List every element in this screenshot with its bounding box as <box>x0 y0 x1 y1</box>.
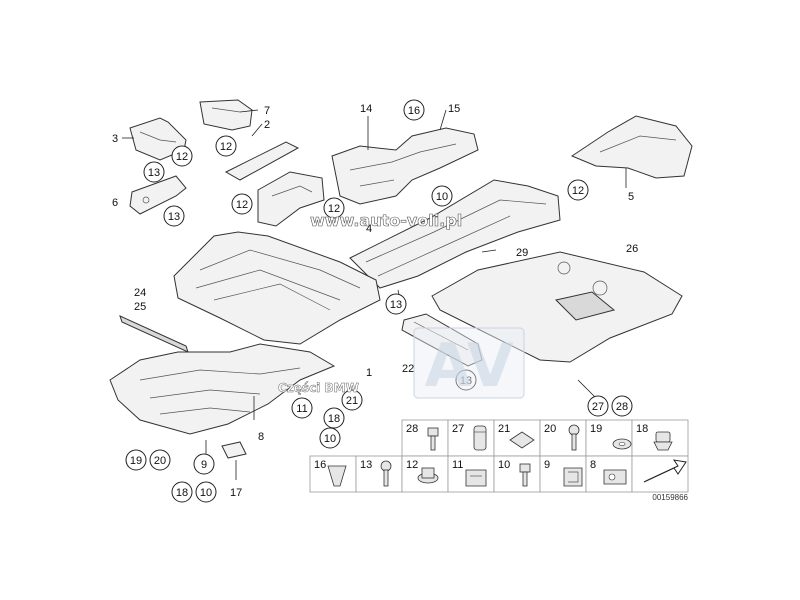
shop-watermark: Części BMW <box>278 381 359 395</box>
hw-label-20: 20 <box>544 423 556 435</box>
callout-21: 21 <box>346 395 358 407</box>
sleeve-nut-icon <box>473 425 487 451</box>
site-watermark: www.auto-voli.pl <box>310 211 462 230</box>
label-4: 4 <box>366 223 372 235</box>
callout-12: 12 <box>176 151 188 163</box>
label-5: 5 <box>628 191 634 203</box>
part-underbody-rear-8 <box>109 343 336 435</box>
callout-18: 18 <box>176 487 188 499</box>
callout-12: 12 <box>236 199 248 211</box>
label-25: 25 <box>134 301 146 313</box>
part-heat-shield-14-15 <box>331 127 479 205</box>
hw-label-18: 18 <box>636 423 648 435</box>
watermarks: www.auto-voli.pl Części BMW AV <box>278 211 525 401</box>
part-strip-2 <box>224 141 300 181</box>
label-14: 14 <box>360 103 372 115</box>
callout-12: 12 <box>220 141 232 153</box>
part-bracket-3 <box>129 117 187 161</box>
callout-13: 13 <box>148 167 160 179</box>
label-7: 7 <box>264 105 270 117</box>
callout-13: 13 <box>390 299 402 311</box>
label-8: 8 <box>258 431 264 443</box>
hw-label-13: 13 <box>360 459 372 471</box>
label-26: 26 <box>626 243 638 255</box>
label-29: 29 <box>516 247 528 259</box>
hw-label-12: 12 <box>406 459 418 471</box>
expanding-clip-icon <box>327 465 347 487</box>
plain-labels: 7 2 3 14 15 6 4 26 5 24 25 29 1 22 8 17 <box>112 103 638 499</box>
label-22: 22 <box>402 363 414 375</box>
callout-12: 12 <box>572 185 584 197</box>
callout-11: 11 <box>296 403 307 415</box>
label-15: 15 <box>448 103 460 115</box>
hw-label-8: 8 <box>590 459 596 471</box>
hw-label-19: 19 <box>590 423 602 435</box>
callout-13: 13 <box>460 375 472 387</box>
label-24: 24 <box>134 287 146 299</box>
callout-9: 9 <box>201 459 207 471</box>
hw-label-28: 28 <box>406 423 418 435</box>
cable-tie-clip-icon <box>603 469 627 485</box>
logo-watermark-box <box>413 327 525 399</box>
callout-20: 20 <box>154 455 166 467</box>
label-6: 6 <box>112 197 118 209</box>
reference-code: 00159866 <box>652 493 688 502</box>
callout-10: 10 <box>200 487 212 499</box>
hw-label-10: 10 <box>498 459 510 471</box>
label-2: 2 <box>264 119 270 131</box>
part-bracket-7 <box>199 99 253 131</box>
hw-label-11: 11 <box>452 459 463 471</box>
self-tapping-screw-icon <box>380 460 392 487</box>
spring-nut-icon <box>465 469 487 487</box>
u-clip-icon <box>563 467 583 487</box>
logo-watermark: AV <box>425 331 514 401</box>
leader-lines <box>122 109 627 480</box>
hw-label-21: 21 <box>498 423 510 435</box>
part-seal-strip-24-25 <box>119 315 189 353</box>
label-1: 1 <box>366 367 372 379</box>
callout-10: 10 <box>324 433 336 445</box>
flange-nut-icon <box>417 467 439 484</box>
screw-icon <box>568 424 580 451</box>
callout-18: 18 <box>328 413 340 425</box>
callout-27: 27 <box>592 401 604 413</box>
part-underbody-front-1 <box>173 231 381 345</box>
part-tunnel-shield-4 <box>349 179 561 289</box>
bolt-icon <box>427 427 439 451</box>
label-17: 17 <box>230 487 242 499</box>
hw-label-27: 27 <box>452 423 464 435</box>
callout-10: 10 <box>436 191 448 203</box>
part-bracket-23 <box>257 171 325 227</box>
part-shield-5 <box>570 115 693 179</box>
part-reinforcement-22 <box>401 313 483 367</box>
circled-callouts: 16 12 13 12 13 12 12 10 12 13 13 11 21 1… <box>125 99 633 503</box>
callout-13: 13 <box>168 211 180 223</box>
part-clip-17 <box>221 441 247 459</box>
hex-screw-icon <box>519 463 531 487</box>
hardware-grid: 28 27 21 20 19 18 16 13 12 11 10 9 8 <box>309 419 689 493</box>
washer-icon <box>612 438 632 450</box>
callout-28: 28 <box>616 401 628 413</box>
callout-12: 12 <box>328 203 340 215</box>
hw-label-16: 16 <box>314 459 326 471</box>
callout-16: 16 <box>408 105 420 117</box>
part-bracket-6 <box>129 175 187 215</box>
callout-19: 19 <box>130 455 142 467</box>
push-clip-icon <box>653 431 673 451</box>
part-underbody-panel-26 <box>431 251 683 363</box>
square-plate-icon <box>509 431 535 449</box>
direction-arrow-icon <box>643 459 687 483</box>
hw-label-9: 9 <box>544 459 550 471</box>
label-3: 3 <box>112 133 118 145</box>
